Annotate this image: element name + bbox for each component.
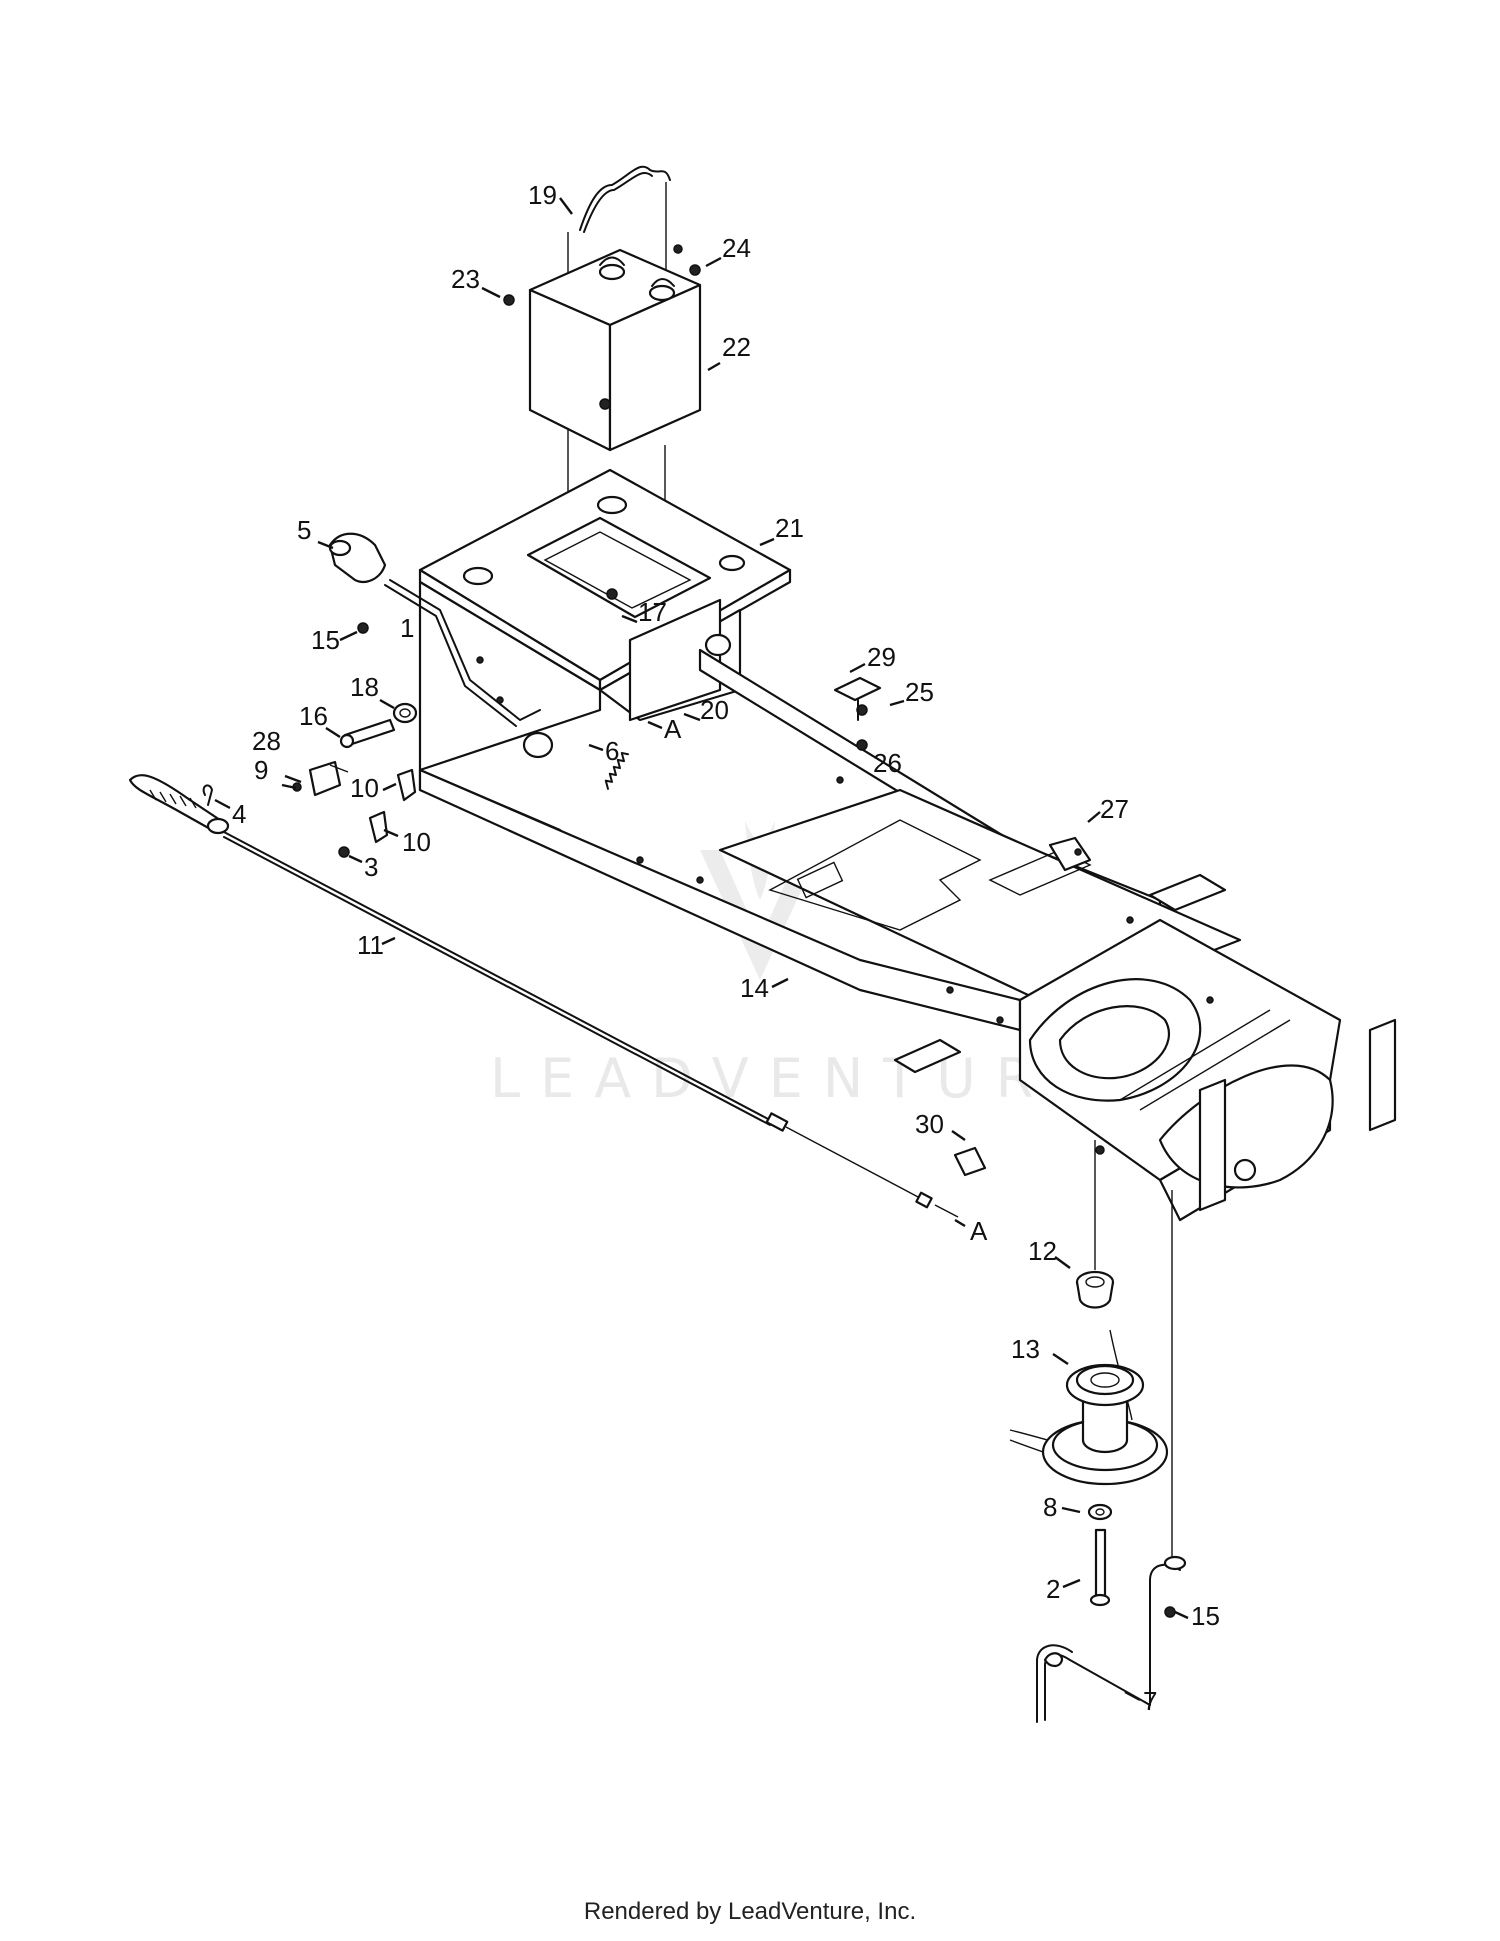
callout-14: 14 xyxy=(740,973,769,1003)
callout-10-upper: 10 xyxy=(350,773,379,803)
callout-A-upper: A xyxy=(664,714,682,744)
callout-13: 13 xyxy=(1011,1334,1040,1364)
battery xyxy=(528,248,702,560)
watermark-text: LEADVENTURE xyxy=(490,1047,1107,1110)
hairpin-clip xyxy=(202,784,213,806)
callout-25: 25 xyxy=(905,677,934,707)
pulley-bolt xyxy=(1089,1528,1111,1607)
callout-15-lower: 15 xyxy=(1191,1601,1220,1631)
callout-28: 28 xyxy=(252,726,281,756)
callout-12: 12 xyxy=(1028,1236,1057,1266)
frame-bushing xyxy=(522,633,732,759)
ignition-switch xyxy=(1048,836,1092,872)
lift-lever xyxy=(384,579,541,727)
bearing xyxy=(1075,1270,1115,1309)
callout-26: 26 xyxy=(873,748,902,778)
callout-8: 8 xyxy=(1043,1492,1057,1522)
callout-11: 11 xyxy=(357,930,384,960)
frame xyxy=(418,580,1397,1222)
callout-21: 21 xyxy=(775,513,804,543)
callout-7: 7 xyxy=(1143,1686,1157,1716)
idler-arm xyxy=(1036,1555,1187,1723)
callout-24: 24 xyxy=(722,233,751,263)
extension-spring xyxy=(604,751,629,790)
callout-15-upper: 15 xyxy=(311,625,340,655)
pulley-guides xyxy=(1094,1140,1173,1560)
callout-1: 1 xyxy=(400,613,414,643)
spacer-bushing xyxy=(392,702,418,724)
lever-knob xyxy=(328,532,387,583)
shoulder-bolt xyxy=(339,718,396,749)
callout-23: 23 xyxy=(451,264,480,294)
idler-pulley xyxy=(1009,1329,1169,1486)
callout-3: 3 xyxy=(364,852,378,882)
battery-terminal-bolt xyxy=(503,244,701,410)
callout-9: 9 xyxy=(254,755,268,785)
cable-assembly xyxy=(128,774,959,1218)
callout-19: 19 xyxy=(528,180,557,210)
callout-2: 2 xyxy=(1046,1574,1060,1604)
footer-credit: Rendered by LeadVenture, Inc. xyxy=(583,1898,917,1925)
flat-washer xyxy=(1087,1503,1113,1521)
callout-30: 30 xyxy=(915,1109,944,1139)
callout-16: 16 xyxy=(299,701,328,731)
callout-6: 6 xyxy=(605,736,619,766)
callout-5: 5 xyxy=(297,515,311,545)
callout-22: 22 xyxy=(722,332,751,362)
callout-27: 27 xyxy=(1100,794,1129,824)
callout-A-lower: A xyxy=(970,1216,988,1246)
cable-bracket xyxy=(368,768,417,844)
callout-20: 20 xyxy=(700,695,729,725)
callout-labels: 19 23 24 22 5 21 17 15 1 29 18 20 25 16 … xyxy=(232,180,1220,1716)
callout-29: 29 xyxy=(867,642,896,672)
callout-17: 17 xyxy=(638,597,667,627)
interlock-switch xyxy=(308,760,349,797)
leader-lines xyxy=(214,197,1189,1702)
pivot-bracket xyxy=(833,676,882,721)
frame-holes xyxy=(476,656,1214,1155)
callout-10-lower: 10 xyxy=(402,827,431,857)
callout-18: 18 xyxy=(350,672,379,702)
seat-switch xyxy=(953,1146,987,1177)
callout-4: 4 xyxy=(232,799,246,829)
